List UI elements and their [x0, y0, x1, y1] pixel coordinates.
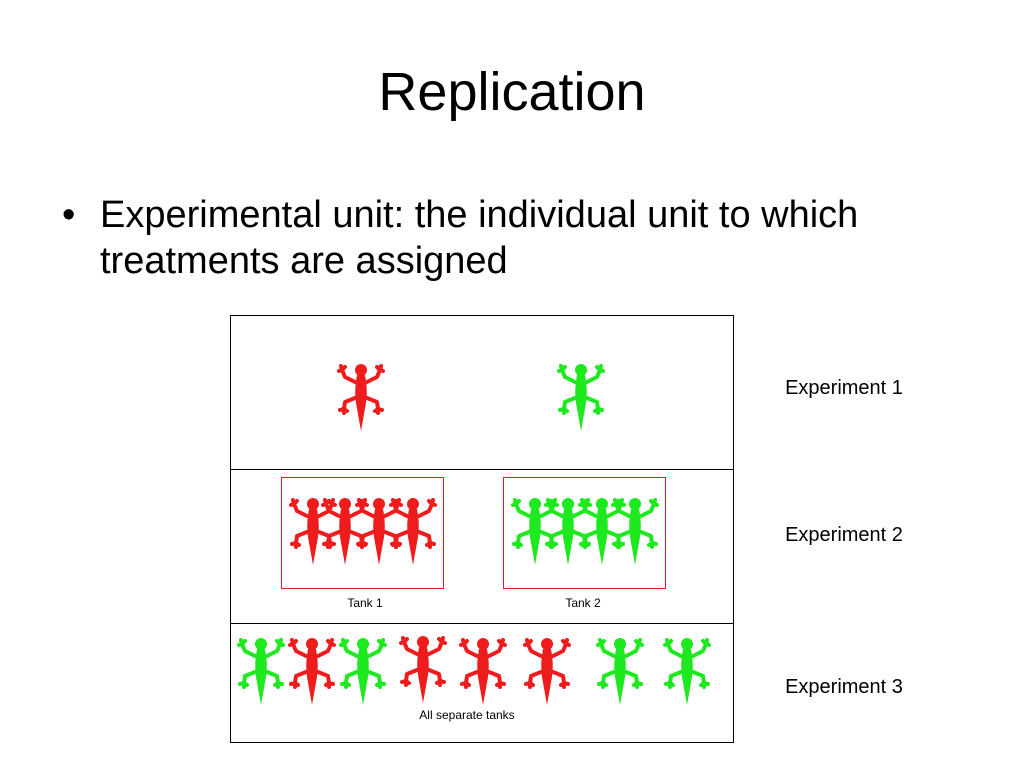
- bullet-dot: •: [62, 194, 76, 236]
- lizard-icon: [336, 362, 386, 432]
- experiment-3-label: Experiment 3: [785, 676, 903, 698]
- lizard-icon: [610, 496, 660, 566]
- experiment-1-label: Experiment 1: [785, 377, 903, 399]
- lizard-icon: [338, 636, 388, 706]
- experiment-3-panel: [230, 623, 734, 743]
- experiment-1-panel: [230, 315, 734, 470]
- lizard-icon: [556, 362, 606, 432]
- lizard-icon: [236, 636, 286, 706]
- lizard-icon: [398, 634, 448, 704]
- tank-2-label: Tank 2: [565, 596, 601, 610]
- lizard-icon: [595, 636, 645, 706]
- lizard-icon: [288, 496, 338, 566]
- lizard-icon: [458, 636, 508, 706]
- lizard-icon: [388, 496, 438, 566]
- slide-title: Replication: [378, 62, 646, 122]
- tank-1-label: Tank 1: [347, 596, 383, 610]
- tank-1-box: [281, 477, 444, 589]
- lizard-icon: [287, 636, 337, 706]
- tank-2-box: [503, 477, 666, 589]
- bullet-text: Experimental unit: the individual unit t…: [100, 194, 859, 283]
- lizard-icon: [662, 636, 712, 706]
- lizard-icon: [522, 636, 572, 706]
- separate-tanks-caption: All separate tanks: [419, 708, 515, 722]
- bullet-item: • Experimental unit: the individual unit…: [62, 192, 942, 285]
- experiment-2-label: Experiment 2: [785, 524, 903, 546]
